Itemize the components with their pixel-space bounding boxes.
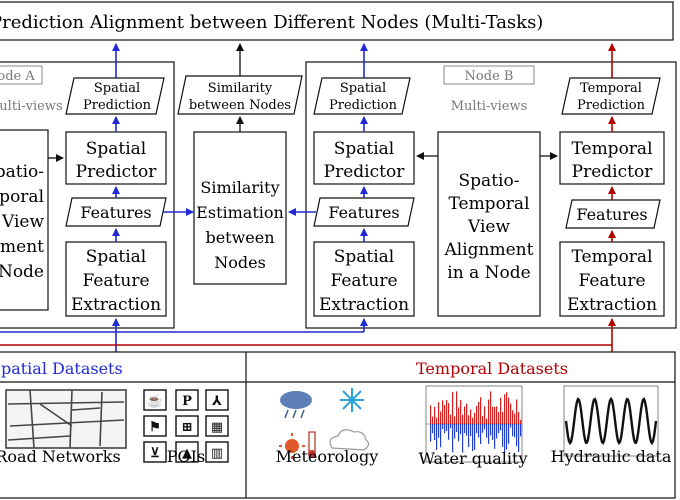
node-b-temporal-predictor-line1: Temporal — [571, 139, 652, 159]
node-b-sfe-line2: Feature — [330, 271, 397, 291]
node-a-spatial-predictor — [65, 131, 167, 185]
node-b-alignment-box — [437, 131, 541, 317]
node-a-alignment-line: View — [1, 212, 44, 232]
similarity-output-line2: between Nodes — [189, 98, 291, 113]
svg-text:⅄: ⅄ — [212, 394, 222, 409]
node-b-alignment-line: Alignment — [444, 240, 534, 260]
svg-text:☕: ☕ — [147, 392, 163, 409]
node-b-alignment-line: View — [467, 217, 510, 237]
similarity-output — [177, 75, 303, 115]
node-b-tfe-line2: Feature — [578, 271, 645, 291]
node-b-spatial-predictor-line2: Predictor — [324, 162, 406, 182]
node-b-sfe-line1: Spatial — [334, 247, 395, 267]
similarity-estimation-box — [193, 131, 287, 285]
node-a-tag — [0, 65, 43, 85]
poi-icons-grid-icon: ☕ P ⅄ ⚑ ⊞ ▦ ⊻ ▲ ▥ — [143, 389, 229, 463]
node-b-alignment-line: Temporal — [448, 194, 529, 214]
node-a-spatial-prediction-line1: Spatial — [94, 81, 140, 96]
similarity-estimation-line3: between — [205, 228, 274, 247]
svg-text:⊻: ⊻ — [150, 446, 160, 461]
node-b-tfe-line3: Extraction — [567, 295, 657, 315]
node-b-temporal-predictor-line2: Predictor — [572, 162, 654, 182]
similarity-estimation-line4: Nodes — [214, 253, 266, 272]
node-a-spatial-prediction-line2: Prediction — [83, 98, 152, 113]
node-b-alignment-text: Spatio- Temporal View Alignment in a Nod… — [444, 171, 534, 283]
page-title: Prediction Alignment between Different N… — [0, 12, 543, 33]
node-a-spatial-predictor-line2: Predictor — [76, 162, 158, 182]
node-a-views-label: Multi-views — [0, 99, 63, 114]
node-b-tag — [443, 65, 535, 85]
dataset-label-water-quality: Water quality — [418, 449, 527, 468]
node-a-alignment-line: Temporal — [0, 187, 44, 207]
node-b-temporal-prediction — [561, 77, 661, 115]
node-b-views-label: Multi-views — [451, 99, 528, 114]
node-a-alignment-line: Alignment — [0, 237, 44, 257]
node-b-spatial-features — [313, 197, 415, 227]
svg-text:⊞: ⊞ — [182, 420, 193, 435]
node-b-temporal-prediction-line1: Temporal — [580, 81, 642, 96]
node-b-spatial-prediction-line1: Spatial — [340, 81, 386, 96]
node-b-alignment-line: in a Node — [447, 263, 530, 283]
node-a-alignment-box — [0, 129, 49, 311]
node-a-spatial-feature-extraction — [65, 241, 167, 317]
node-b-spatial-feature-extraction — [313, 241, 415, 317]
node-b-spatial-features-label: Features — [328, 203, 399, 222]
svg-text:⚑: ⚑ — [149, 420, 161, 435]
temporal-datasets-title: Temporal Datasets — [416, 359, 568, 378]
dataset-label-meteorology: Meteorology — [276, 447, 379, 466]
svg-text:▦: ▦ — [211, 420, 223, 435]
node-a-tag-label: Node A — [0, 69, 35, 84]
node-a-alignment-line: in a Node — [0, 262, 44, 282]
node-a-sfe-line3: Extraction — [71, 295, 161, 315]
node-b-spatial-prediction — [313, 77, 411, 115]
node-a-features-label: Features — [80, 203, 151, 222]
node-b-sfe-line3: Extraction — [319, 295, 409, 315]
similarity-estimation-line1: Similarity — [200, 178, 279, 197]
road-network-map-icon — [5, 389, 127, 449]
svg-text:▥: ▥ — [211, 446, 223, 461]
svg-text:P: P — [182, 394, 192, 409]
dataset-label-road-networks: Road Networks — [0, 447, 121, 466]
node-b-panel — [305, 61, 677, 329]
dataset-label-pois: POIs — [167, 447, 205, 466]
water-quality-bar-chart-icon — [425, 385, 523, 463]
node-b-spatial-predictor-line1: Spatial — [334, 139, 395, 159]
node-a-alignment-text: Spatio- Temporal View Alignment in a Nod… — [0, 162, 44, 282]
spatial-datasets-title: Spatial Datasets — [0, 359, 123, 378]
node-b-spatial-predictor — [313, 131, 415, 185]
node-a-spatial-predictor-line1: Spatial — [86, 139, 147, 159]
weather-icons-icon — [279, 388, 370, 459]
node-b-temporal-features-label: Features — [576, 205, 647, 224]
node-a-spatial-prediction — [65, 77, 165, 115]
node-a-sfe-line2: Feature — [82, 271, 149, 291]
node-a-panel — [0, 61, 175, 329]
alignment-banner — [0, 1, 674, 41]
node-b-alignment-line: Spatio- — [459, 171, 520, 191]
node-b-spatial-prediction-line2: Prediction — [329, 98, 398, 113]
node-b-temporal-predictor — [559, 131, 665, 185]
node-a-features — [65, 197, 167, 227]
dataset-label-hydraulic-data: Hydraulic data — [551, 447, 672, 466]
similarity-output-line1: Similarity — [208, 81, 273, 96]
node-b-temporal-prediction-line2: Prediction — [577, 98, 646, 113]
node-b-tfe-line1: Temporal — [571, 247, 652, 267]
similarity-estimation-line2: Estimation — [196, 203, 284, 222]
svg-text:▲: ▲ — [182, 446, 192, 461]
hydraulic-wave-plot-icon — [563, 385, 659, 457]
node-a-alignment-line: Spatio- — [0, 162, 44, 182]
node-a-sfe-line1: Spatial — [86, 247, 147, 267]
node-b-temporal-features — [565, 199, 661, 229]
node-b-temporal-feature-extraction — [559, 241, 665, 317]
node-b-tag-label: Node B — [465, 69, 514, 84]
